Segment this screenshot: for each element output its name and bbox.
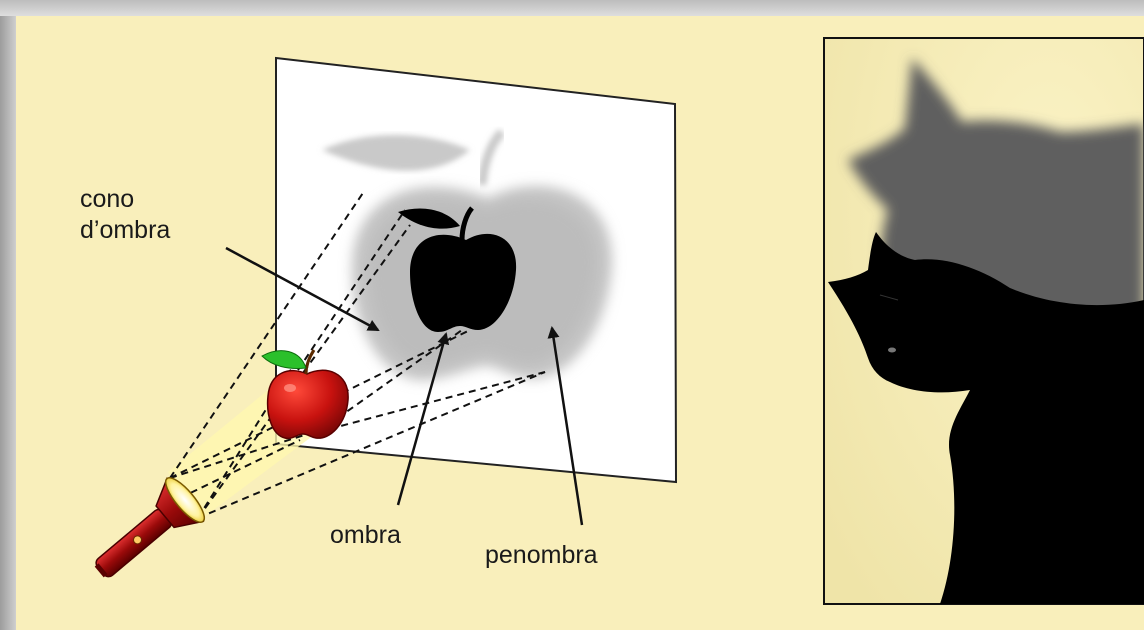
- frame-left-edge: [0, 0, 16, 630]
- cat-eye: [888, 348, 896, 353]
- cone-of-shadow-label: cono d’ombra: [80, 184, 170, 246]
- frame-top-edge: [0, 0, 1144, 16]
- cone-label-line1: cono: [80, 184, 170, 215]
- cone-label-line2: d’ombra: [80, 215, 170, 246]
- cat-photo: [824, 38, 1144, 604]
- umbra-label: ombra: [330, 520, 401, 551]
- penumbra-label: penombra: [485, 540, 598, 571]
